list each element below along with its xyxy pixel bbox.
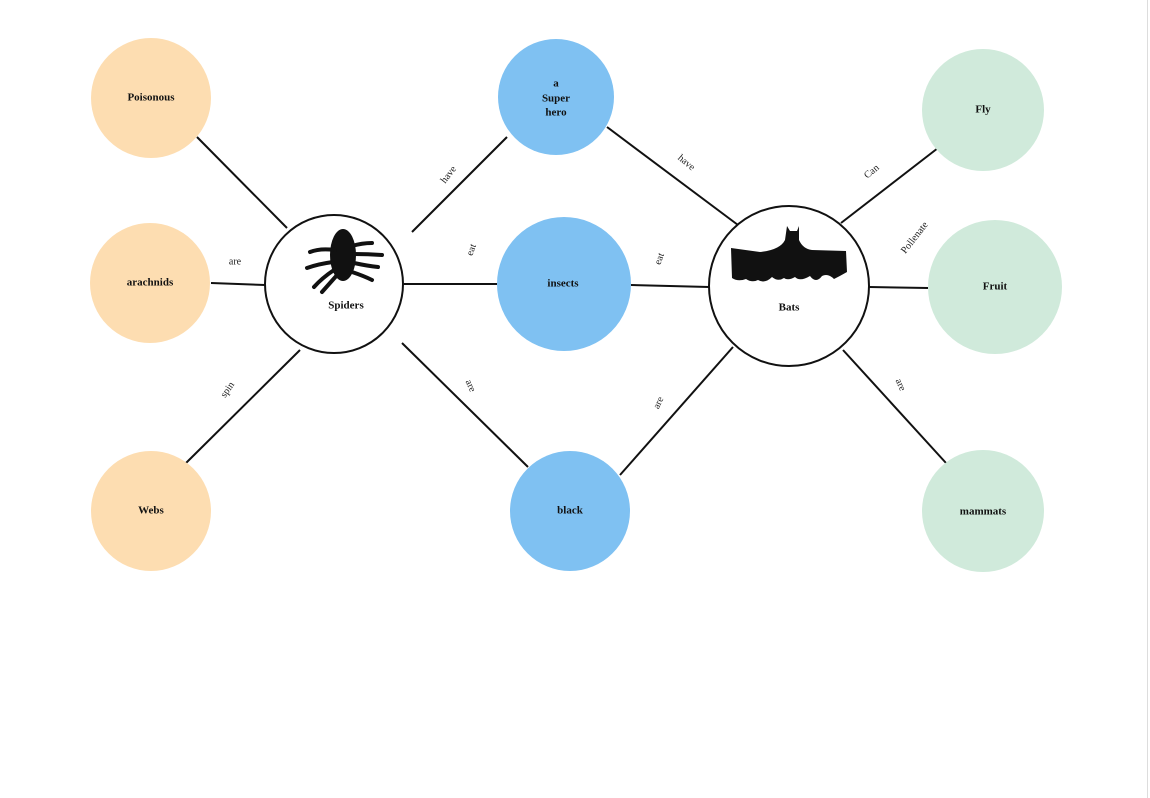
node-label-line: hero bbox=[545, 107, 567, 119]
edge-label-pollenate: Pollenate bbox=[899, 219, 931, 256]
edge-label-are: are bbox=[463, 378, 478, 394]
edge-label-eat: eat bbox=[465, 242, 479, 257]
node-label: Fly bbox=[975, 104, 991, 116]
node-label: mammats bbox=[960, 506, 1007, 518]
edge-label-spin: spin bbox=[219, 380, 238, 400]
node-webs[interactable]: Webs bbox=[91, 451, 211, 571]
node-arachnids[interactable]: arachnids bbox=[90, 223, 210, 343]
node-bats[interactable]: Bats bbox=[708, 205, 870, 367]
node-label: Poisonous bbox=[127, 92, 175, 104]
node-superhero[interactable]: a Super hero bbox=[498, 39, 614, 155]
node-label: insects bbox=[547, 278, 579, 290]
node-label: Fruit bbox=[983, 281, 1008, 293]
node-fruit[interactable]: Fruit bbox=[928, 220, 1062, 354]
node-label: black bbox=[557, 505, 584, 517]
node-poisonous[interactable]: Poisonous bbox=[91, 38, 211, 158]
edge-spiders-webs bbox=[185, 349, 301, 464]
edge-label-eat: eat bbox=[653, 251, 667, 266]
node-mammats[interactable]: mammats bbox=[922, 450, 1044, 572]
node-label: Webs bbox=[138, 505, 164, 517]
node-label: Bats bbox=[779, 302, 801, 314]
edge-label-are: are bbox=[651, 395, 666, 411]
spider-icon bbox=[305, 229, 384, 294]
node-fly[interactable]: Fly bbox=[922, 49, 1044, 171]
edge-bats-superhero bbox=[606, 126, 739, 226]
page-edge bbox=[1147, 0, 1148, 798]
edge-spiders-black bbox=[401, 342, 529, 468]
edge-bats-insects bbox=[630, 284, 710, 288]
connectors bbox=[185, 126, 947, 476]
edge-spiders-superhero bbox=[411, 136, 508, 233]
edge-spiders-poisonous bbox=[196, 136, 288, 229]
edge-bats-black bbox=[619, 346, 734, 476]
node-black[interactable]: black bbox=[510, 451, 630, 571]
node-label-line: Super bbox=[542, 93, 570, 105]
edge-label-can: Can bbox=[862, 162, 881, 181]
node-insects[interactable]: insects bbox=[497, 217, 631, 351]
node-label: arachnids bbox=[127, 277, 174, 289]
edge-spiders-arachnids bbox=[210, 282, 266, 286]
edge-bats-mammats bbox=[842, 349, 947, 464]
node-label-line: a bbox=[553, 78, 559, 90]
node-label: Spiders bbox=[328, 300, 364, 312]
edge-label-are: are bbox=[893, 377, 908, 393]
bat-icon bbox=[731, 226, 847, 282]
node-spiders[interactable]: Spiders bbox=[264, 214, 404, 354]
edge-bats-fly bbox=[840, 147, 939, 224]
edge-bats-fruit bbox=[868, 286, 929, 289]
edge-label-have: have bbox=[675, 153, 697, 174]
edge-label-have: have bbox=[439, 164, 460, 186]
edge-label-are: are bbox=[229, 256, 242, 267]
